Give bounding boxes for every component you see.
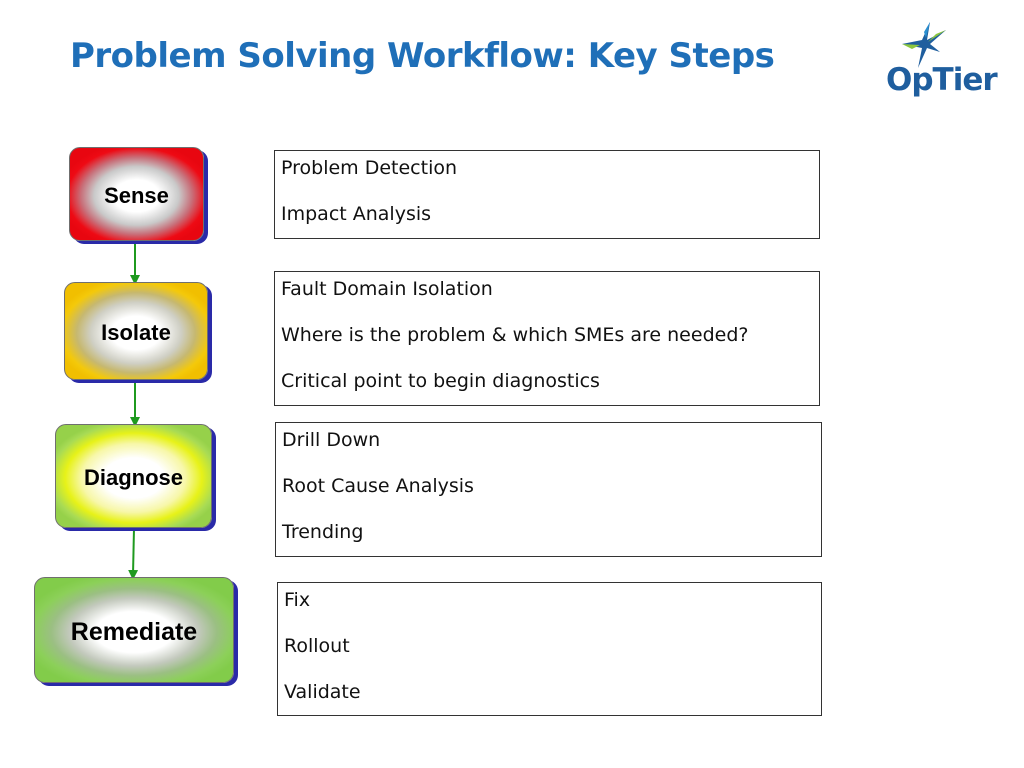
detail-item: Drill Down (282, 429, 381, 451)
details-box-sense: Problem Detection Impact Analysis (274, 150, 820, 239)
detail-item: Where is the problem & which SMEs are ne… (281, 324, 749, 346)
step-sense: Sense (69, 147, 204, 241)
step-diagnose: Diagnose (55, 424, 212, 528)
optier-logo: OpTier (882, 22, 1004, 102)
step-label: Isolate (101, 320, 171, 345)
details-box-diagnose: Drill Down Root Cause Analysis Trending (275, 422, 822, 557)
step-label: Sense (104, 183, 169, 208)
details-box-remediate: Fix Rollout Validate (277, 582, 822, 716)
step-label: Remediate (70, 618, 198, 646)
detail-item: Trending (282, 521, 364, 543)
detail-item: Root Cause Analysis (282, 475, 474, 497)
star-icon (902, 22, 946, 68)
detail-item: Fix (284, 589, 311, 611)
logo-wordmark: OpTier (886, 62, 998, 98)
detail-item: Impact Analysis (281, 203, 432, 225)
arrow-diagnose-to-remediate (128, 527, 139, 580)
step-label: Diagnose (83, 465, 184, 490)
detail-item: Validate (284, 681, 361, 703)
detail-item: Problem Detection (281, 157, 458, 179)
detail-item: Critical point to begin diagnostics (281, 370, 600, 392)
detail-item: Fault Domain Isolation (281, 278, 493, 300)
step-isolate: Isolate (64, 282, 208, 380)
step-remediate: Remediate (34, 577, 234, 683)
slide-title: Problem Solving Workflow: Key Steps (70, 36, 775, 76)
detail-item: Rollout (284, 635, 350, 657)
details-box-isolate: Fault Domain Isolation Where is the prob… (274, 271, 820, 406)
